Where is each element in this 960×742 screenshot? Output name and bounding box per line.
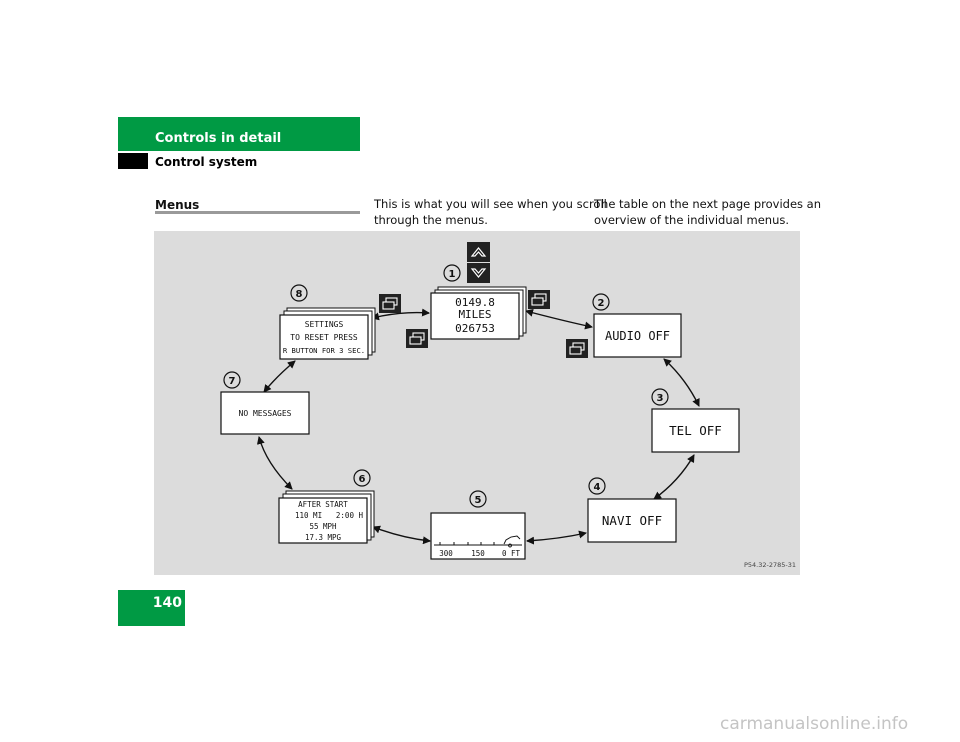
gauge-tick-300: 300 (439, 549, 453, 558)
svg-text:7: 7 (229, 376, 236, 387)
menus-heading: Menus (155, 198, 200, 212)
tel-text: TEL OFF (669, 423, 722, 438)
callout-1: 1 (443, 264, 461, 282)
callout-4: 4 (588, 477, 606, 495)
intro-col1-line2: through the menus. (374, 213, 488, 227)
no-messages-display (220, 391, 310, 435)
callout-2: 2 (592, 293, 610, 311)
page-number-box (118, 590, 185, 626)
after-start-display-stack: AFTER START 110 MI 2:00 H 55 MPH 17.3 MP… (278, 490, 375, 544)
intro-column-1: This is what you will see when you scrol… (374, 196, 607, 228)
navi-text: NAVI OFF (602, 513, 662, 528)
subsection-title: Control system (155, 155, 258, 169)
gauge-tick-150: 150 (471, 549, 485, 558)
svg-text:5: 5 (475, 495, 482, 506)
page-number: 140 (152, 595, 182, 611)
menus-rule (155, 211, 360, 214)
settings-line1: SETTINGS (305, 320, 344, 329)
svg-text:3: 3 (657, 393, 664, 404)
menu-button-icon (379, 294, 401, 313)
settings-line3: R BUTTON FOR 3 SEC. (283, 346, 365, 355)
after-start-line2a: 110 MI (295, 511, 322, 520)
intro-col2-line2: overview of the individual menus. (594, 213, 790, 227)
callout-8: 8 (290, 284, 308, 302)
header-black-block (118, 153, 148, 169)
menu-cycle-figure: 0149.8 MILES 026753 SETTINGS TO RESET PR… (154, 231, 800, 575)
arrow-settings-trip (371, 308, 430, 321)
car-icon (503, 535, 521, 548)
gauge-tick-0ft: 0 FT (502, 549, 521, 558)
cycle-arrows (256, 308, 700, 545)
after-start-line2b: 2:00 H (336, 511, 364, 520)
figure-reference-code: P54.32-2785-31 (744, 561, 796, 569)
intro-col2-line1: The table on the next page provides an (594, 197, 822, 211)
intro-col1-line1: This is what you will see when you scrol… (374, 197, 607, 211)
trip-display-stack: 0149.8 MILES 026753 (430, 286, 527, 340)
gauge-display (430, 512, 526, 560)
callout-3: 3 (651, 388, 669, 406)
menu-button-icon (528, 290, 550, 309)
after-start-line1: AFTER START (298, 500, 348, 509)
after-start-display (278, 497, 368, 544)
menu-cycle-diagram: 0149.8 MILES 026753 SETTINGS TO RESET PR… (154, 231, 800, 575)
svg-text:1: 1 (449, 269, 456, 280)
scroll-down-button-icon (467, 263, 490, 283)
arrow-trip-audio (525, 308, 593, 330)
settings-line2: TO RESET PRESS (290, 333, 358, 342)
gauge-display-group: 300 150 0 FT (430, 512, 526, 560)
scroll-up-button-icon (467, 242, 490, 262)
audio-display (593, 313, 682, 358)
callout-7: 7 (223, 371, 241, 389)
svg-text:6: 6 (359, 474, 366, 485)
after-start-line4: 17.3 MPG (305, 533, 342, 542)
section-title: Controls in detail (155, 131, 282, 146)
header-green-bar (118, 117, 360, 151)
after-start-line3: 55 MPH (309, 522, 337, 531)
menu-button-icon (406, 329, 428, 348)
callout-5: 5 (469, 490, 487, 508)
arrow-nomessages-settings (263, 360, 296, 393)
svg-text:8: 8 (296, 289, 303, 300)
no-messages-text: NO MESSAGES (239, 409, 292, 418)
navi-display (587, 498, 677, 543)
svg-text:4: 4 (594, 482, 601, 493)
watermark: carmanualsonline.info (720, 714, 909, 734)
audio-text: AUDIO OFF (605, 329, 670, 343)
settings-display (279, 314, 369, 360)
menu-button-icon (566, 339, 588, 358)
trip-line2: MILES (458, 308, 491, 321)
arrow-afterstart-nomessages (256, 436, 293, 490)
arrow-tel-navi (653, 454, 695, 500)
trip-line3: 026753 (455, 322, 495, 335)
arrow-navi-gauge (526, 530, 587, 545)
arrow-audio-tel (663, 358, 700, 407)
intro-column-2: The table on the next page provides an o… (594, 196, 821, 228)
svg-text:2: 2 (598, 298, 605, 309)
trip-display (430, 292, 520, 340)
trip-line1: 0149.8 (455, 296, 495, 309)
callout-6: 6 (353, 469, 371, 487)
tel-display (651, 408, 740, 453)
settings-display-stack: SETTINGS TO RESET PRESS R BUTTON FOR 3 S… (279, 307, 376, 360)
arrow-gauge-afterstart (372, 525, 431, 545)
